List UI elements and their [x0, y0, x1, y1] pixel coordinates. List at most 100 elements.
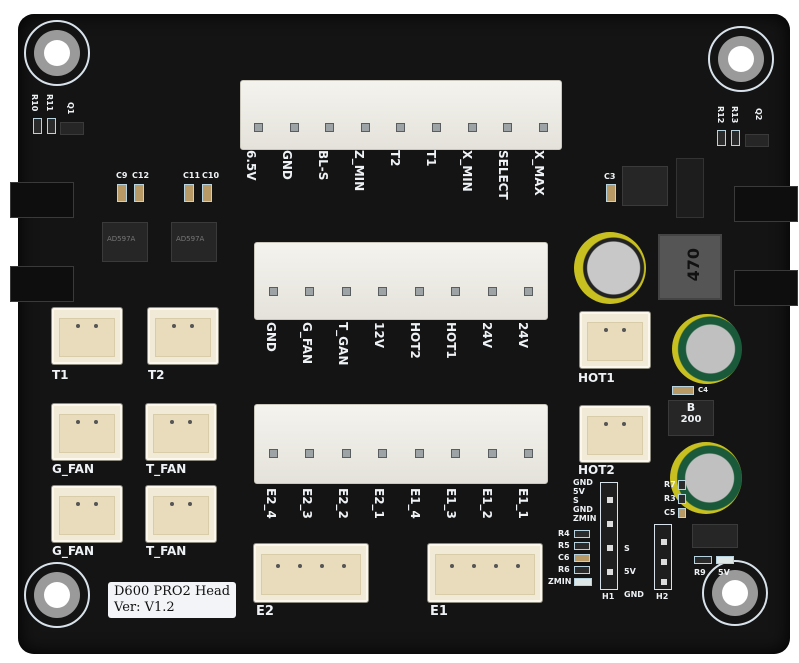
capacitor-c12 — [134, 184, 144, 202]
capacitor-c9 — [117, 184, 127, 202]
connector-g-fan-1 — [52, 404, 122, 460]
pin-label-select: SELECT — [496, 150, 510, 200]
connector-t2 — [148, 308, 218, 364]
ic-marking: AD597A — [176, 235, 205, 243]
label-g-fan-2: G_FAN — [52, 544, 94, 558]
connector-g-fan-2 — [52, 486, 122, 542]
pin-label-x-max: X_MAX — [532, 150, 546, 196]
label-q1: Q1 — [66, 102, 75, 115]
label-t2: T2 — [148, 368, 165, 382]
capacitor-c11 — [184, 184, 194, 202]
capacitor-c3 — [606, 184, 616, 202]
connector-e1 — [428, 544, 542, 602]
pin-header-h1 — [600, 482, 618, 590]
label-r3: R3 — [664, 494, 676, 503]
pin-label-bl-s: BL-S — [316, 150, 330, 181]
inductor: 470 — [658, 234, 722, 300]
switch-right-top — [734, 186, 798, 222]
label-g-fan-1: G_FAN — [52, 462, 94, 476]
header-top-9pin — [240, 80, 562, 150]
switch-right-bottom — [734, 270, 798, 306]
pin-label-e1-1: E1_1 — [516, 488, 530, 519]
connector-hot1 — [580, 312, 650, 368]
label-q2: Q2 — [754, 108, 763, 121]
label-r11: R11 — [45, 94, 54, 112]
pin-label-g-fan: G_FAN — [300, 322, 314, 364]
label-r10: R10 — [30, 94, 39, 112]
capacitor-c10 — [202, 184, 212, 202]
resistor-r10 — [33, 118, 42, 134]
label-c10: C10 — [202, 171, 220, 180]
regulator-ic — [622, 166, 668, 206]
ldo-regulator — [692, 524, 738, 548]
label-e2: E2 — [256, 604, 274, 619]
label-led-zmin: ZMIN — [548, 577, 572, 586]
h1-label-s-right: S — [624, 544, 630, 553]
label-c5: C5 — [664, 508, 676, 517]
fuse: B 200 — [668, 400, 714, 436]
label-hot2: HOT2 — [578, 463, 615, 477]
ic-marking: AD597A — [107, 235, 136, 243]
pin-label-e1-4: E1_4 — [408, 488, 422, 519]
mounting-hole-top-left — [24, 20, 90, 86]
header-middle-8pin — [254, 242, 548, 320]
h1-name: H1 — [602, 592, 615, 601]
electrolytic-cap-2 — [672, 314, 742, 384]
label-c4: C4 — [698, 386, 709, 394]
thermocouple-amp-ic-2: AD597A — [171, 222, 217, 262]
label-r9: R9 — [694, 568, 706, 577]
resistor-r6 — [574, 566, 590, 574]
transistor-q2 — [745, 134, 769, 147]
led-5v — [716, 556, 734, 564]
mounting-hole-bottom-left — [24, 562, 90, 628]
pin-header-h2 — [654, 524, 672, 590]
label-c11: C11 — [183, 171, 201, 180]
capacitor-c4 — [672, 386, 694, 395]
pin-label-e1-2: E1_2 — [480, 488, 494, 519]
resistor-r4 — [574, 530, 590, 538]
label-hot1: HOT1 — [578, 371, 615, 385]
label-t-fan-2: T_FAN — [146, 544, 187, 558]
diode — [676, 158, 704, 218]
pin-label-hot1: HOT1 — [444, 322, 458, 359]
label-r6: R6 — [558, 565, 570, 574]
connector-e2 — [254, 544, 368, 602]
h1-label-5v-right: 5V — [624, 567, 636, 576]
pin-label-z-min: Z_MIN — [352, 150, 366, 192]
connector-t-fan-1 — [146, 404, 216, 460]
label-led-5v: 5V — [718, 568, 730, 577]
label-r4: R4 — [558, 529, 570, 538]
pin-label-e2-4: E2_4 — [264, 488, 278, 519]
connector-hot2 — [580, 406, 650, 462]
led-zmin — [574, 578, 592, 586]
pin-label-6-5v: 6.5V — [244, 150, 258, 181]
label-t-fan-1: T_FAN — [146, 462, 187, 476]
h1-label-5v: 5V — [573, 487, 585, 496]
label-r7: R7 — [664, 480, 676, 489]
pin-label-e1-3: E1_3 — [444, 488, 458, 519]
connector-t-fan-2 — [146, 486, 216, 542]
label-c9: C9 — [116, 171, 128, 180]
board-version-label: D600 PRO2 Head Ver: V1.2 — [108, 582, 237, 618]
inductor-value: 470 — [684, 248, 703, 282]
switch-left-top — [10, 182, 74, 218]
label-c12: C12 — [132, 171, 150, 180]
label-c3: C3 — [604, 172, 616, 181]
connector-t1 — [52, 308, 122, 364]
h2-name: H2 — [656, 592, 669, 601]
pin-label-e2-1: E2_1 — [372, 488, 386, 519]
h1-label-gnd: GND — [573, 478, 593, 487]
pin-label-t2: T2 — [388, 150, 402, 167]
resistor-r13 — [731, 130, 740, 146]
fuse-marking-top: B — [686, 401, 696, 414]
mounting-hole-top-right — [708, 26, 774, 92]
label-e1: E1 — [430, 604, 448, 619]
pin-label-hot2: HOT2 — [408, 322, 422, 359]
board-version: Ver: V1.2 — [114, 600, 175, 615]
h1-label-gnd-2: GND — [573, 505, 593, 514]
resistor-r9 — [694, 556, 712, 564]
resistor-r11 — [47, 118, 56, 134]
mounting-hole-bottom-right — [702, 560, 768, 626]
pin-label-t-gan: T_GAN — [336, 322, 350, 366]
pin-label-x-min: X_MIN — [460, 150, 474, 192]
